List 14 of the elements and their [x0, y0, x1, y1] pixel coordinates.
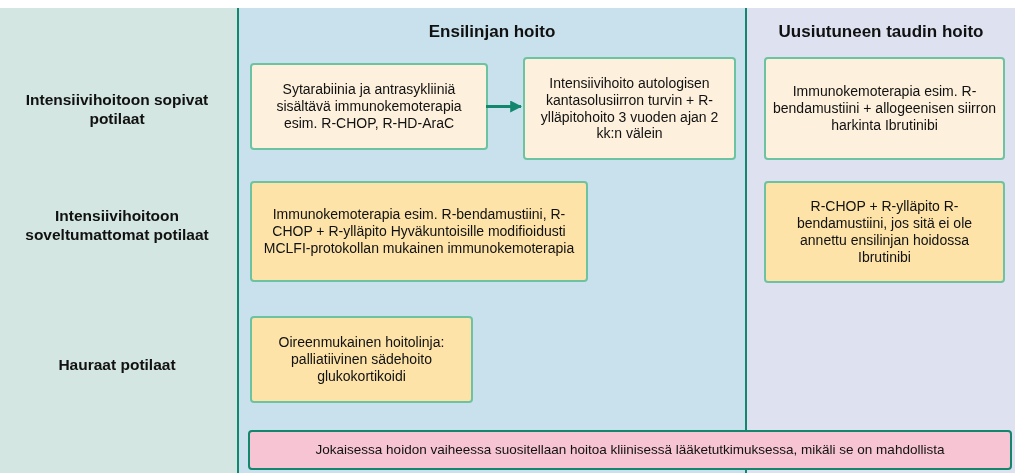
row-header-band [0, 8, 237, 473]
row-label: Intensiivihoitoon sopivat potilaat [24, 90, 210, 129]
arrow [486, 100, 523, 113]
row-label: Hauraat potilaat [57, 355, 177, 375]
column-heading: Ensilinjan hoito [428, 22, 556, 42]
treatment-box: Oireenmukainen hoitolinja: palliatiivinen sädehoito glukokortikoidi [250, 316, 473, 403]
note-box: Jokaisessa hoidon vaiheessa suositellaan hoitoa kliinisessä lääketutkimuksessa, mikäli se on mahdollista [248, 430, 1012, 470]
treatment-box: R-CHOP + R-ylläpito R-bendamustiini, jos sitä ei ole annettu ensilinjan hoidossa Ibrutinibi [764, 181, 1005, 283]
treatment-box: Immunokemoterapia esim. R-bendamustiini + allogeenisen siirron harkinta Ibrutinibi [764, 57, 1005, 160]
treatment-box: Sytarabiinia ja antrasykliiniä sisältävä immunokemoterapia esim. R-CHOP, R-HD-AraC [250, 63, 488, 150]
column-heading: Uusiutuneen taudin hoito [778, 22, 984, 42]
treatment-box: Immunokemoterapia esim. R-bendamustiini, R-CHOP + R-ylläpito Hyväkuntoisille modifioidusti MCLFI-protokollan mukainen immunokemoterapia [250, 181, 588, 282]
treatment-box: Intensiivihoito autologisen kantasolusiirron turvin + R-ylläpitohoito 3 vuoden ajan 2 kk:n välein [523, 57, 736, 160]
row-label: Intensiivihoitoon soveltumattomat potilaat [24, 206, 210, 245]
